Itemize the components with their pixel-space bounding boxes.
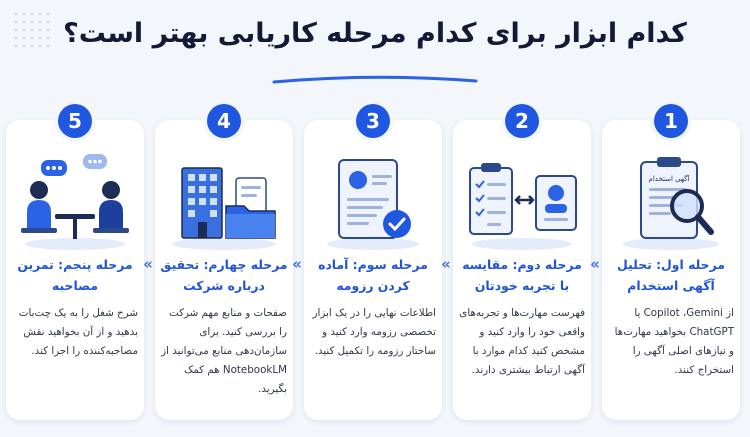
step-number-badge: 2 — [505, 104, 539, 138]
step-description: فهرست مهارت‌ها و تجربه‌های واقعی خود را … — [459, 307, 585, 376]
step-number-badge: 1 — [654, 104, 688, 138]
chevron-left-icon: « — [441, 255, 451, 273]
chevron-left-icon: « — [590, 255, 600, 273]
step-number-badge: 4 — [207, 104, 241, 138]
magnifier-over-job-ad-icon: آگهی استخدام — [611, 150, 731, 252]
step-number-badge: 5 — [58, 104, 92, 138]
step-description: اطلاعات نهایی را در یک ابزار تخصصی رزومه… — [312, 307, 436, 357]
interview-conversation-icon — [15, 150, 135, 252]
step-card-2: 2 مرحله دوم: مقایسه با تجربه — [453, 104, 591, 420]
steps-row: 1 آگهی استخدام مرحله اول: تحلیل آگهی است… — [0, 104, 750, 422]
resume-check-icon — [313, 150, 433, 252]
chevron-left-icon: « — [292, 255, 302, 273]
chevron-left-icon: « — [143, 255, 153, 273]
step-card-5: 5 مرحله پنجم: تمرین مصاحبه شرح شغل را به… — [6, 104, 144, 420]
step-card-3: 3 مرحله سوم: آماده کردن رزومه اطلاعات نه… — [304, 104, 442, 420]
step-description: شرح شغل را به یک چت‌بات بدهید و از آن بخ… — [18, 307, 138, 357]
checklist-compare-profile-icon — [462, 150, 582, 252]
company-building-folder-icon — [164, 150, 284, 252]
title-underline — [272, 75, 478, 84]
step-number-badge: 3 — [356, 104, 390, 138]
step-title: مرحله سوم: آماده کردن رزومه — [318, 257, 428, 293]
step-description: از Copilot ،Gemini یا ChatGPT بخواهید مه… — [614, 307, 734, 376]
page-title: کدام ابزار برای کدام مرحله کاریابی بهتر … — [63, 18, 687, 49]
step-title: مرحله پنجم: تمرین مصاحبه — [17, 257, 133, 293]
step-card-1: 1 آگهی استخدام مرحله اول: تحلیل آگهی است… — [602, 104, 740, 420]
step-description: صفحات و منابع مهم شرکت را بررسی کنید. بر… — [161, 307, 287, 395]
step-title: مرحله دوم: مقایسه با تجربه خودتان — [462, 257, 582, 293]
decorative-dots — [12, 10, 52, 50]
illustration-label: آگهی استخدام — [649, 174, 691, 183]
step-title: مرحله چهارم: تحقیق درباره شرکت — [160, 257, 288, 293]
step-title: مرحله اول: تحلیل آگهی استخدام — [617, 257, 725, 293]
step-card-4: 4 مرحله چهارم: تحقیق درباره شرکت صفحات و… — [155, 104, 293, 420]
